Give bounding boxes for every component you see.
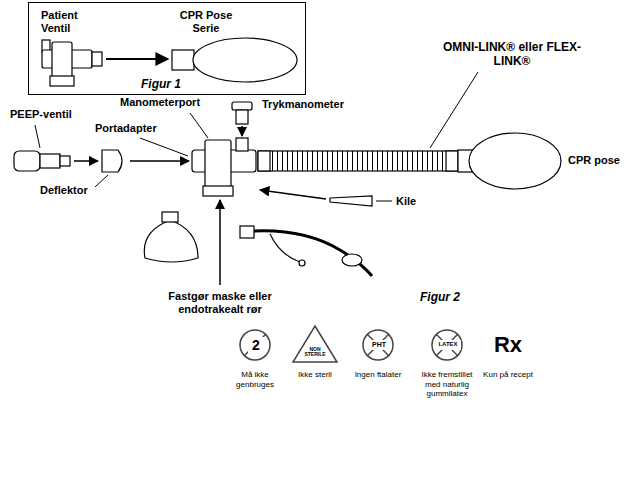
manometer-port: [236, 138, 248, 151]
assembly-arrow: [241, 126, 243, 136]
part-label: Trykmanometer: [262, 98, 344, 111]
figure-caption: Figur 1: [141, 77, 181, 91]
leader-line: [35, 125, 40, 148]
no-reuse-symbol: [244, 334, 266, 356]
symbol-text: NON STERILE: [302, 346, 328, 358]
symbol-caption: Ingen ftalater: [350, 370, 406, 380]
valve-body: [205, 140, 231, 188]
part-label: Portadapter: [95, 122, 157, 135]
assembly-arrow: [219, 200, 221, 285]
leader-line: [190, 113, 208, 138]
manometer: [232, 102, 252, 110]
cpr-bag: [469, 133, 561, 189]
non-sterile-symbol: [293, 326, 337, 362]
tube-connector: [240, 226, 254, 238]
symbol-text: LATEX: [435, 340, 461, 350]
assembly-arrow: [106, 58, 168, 60]
figure-frame: Patient Ventil CPR Pose SerieFigur 1: [28, 2, 306, 95]
symbol-text: 2: [248, 337, 264, 353]
bag-neck: [172, 50, 194, 70]
symbol-caption: Ikke steril: [287, 370, 343, 380]
endotracheal-tube: [240, 231, 372, 276]
leader-line: [95, 175, 108, 187]
assembly-arrow: [74, 160, 98, 162]
pilot-line: [270, 234, 300, 262]
no-phthalate-symbol: [367, 334, 389, 356]
symbol-caption: Må ikke genbruges: [225, 370, 285, 389]
corrugated-tube: [258, 151, 458, 171]
no-latex-symbol: [432, 330, 462, 360]
assembly-arrow: [130, 160, 189, 162]
part-label: CPR pose: [568, 154, 620, 167]
symbol-caption: Ikke fremstillet med naturlig gummilatex: [414, 370, 480, 399]
valve-port: [50, 76, 74, 86]
no-phthalate-symbol: [363, 330, 393, 360]
pilot-balloon: [299, 260, 305, 266]
leader-line: [376, 201, 392, 202]
tube-cuff: [258, 151, 270, 171]
symbol-caption: Kun på recept: [482, 370, 534, 380]
face-mask: [144, 220, 198, 262]
part-label: Deflektor: [40, 184, 88, 197]
part-label: Manometerport: [120, 96, 200, 109]
figure-caption: Figur 2: [420, 290, 460, 304]
peep-valve: [40, 154, 60, 168]
assembly-arrow: [260, 190, 326, 199]
deflector: [102, 150, 122, 172]
part-label: PEEP-ventil: [10, 108, 72, 121]
peep-valve: [60, 156, 70, 166]
no-reuse-symbol: [240, 330, 270, 360]
manometer: [236, 110, 248, 124]
valve-body: [52, 42, 72, 78]
cpr-bag: [193, 38, 297, 82]
part-label: OMNI-LINK® eller FLEX-LINK®: [442, 40, 582, 69]
tube-cuff: [342, 254, 362, 266]
valve-port: [203, 186, 233, 196]
valve-connector: [92, 52, 102, 66]
leader-line: [140, 138, 188, 156]
tube-cuff: [446, 151, 458, 171]
leader-line: [430, 72, 478, 148]
instruction-label: Fastgør maske eller endotrakealt rør: [155, 290, 285, 316]
part-label: CPR Pose Serie: [166, 9, 246, 35]
wedge: [330, 196, 372, 206]
part-label: Kile: [396, 195, 416, 208]
symbol-text: PHT: [368, 340, 390, 350]
symbol-text: Rx: [491, 331, 525, 359]
part-label: Patient Ventil: [41, 9, 91, 35]
peep-valve: [14, 151, 40, 171]
mask-connector: [162, 212, 178, 222]
no-phthalate-symbol: [367, 334, 389, 356]
